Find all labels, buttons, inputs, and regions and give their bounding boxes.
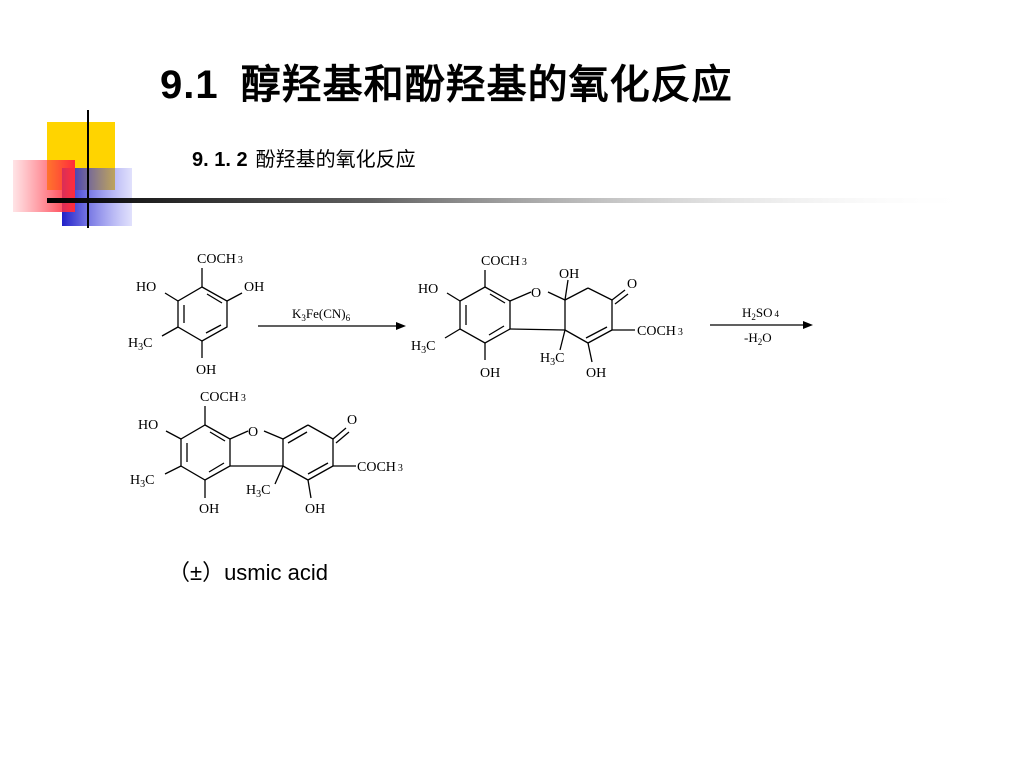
- molecule-1-bonds: [161, 268, 243, 358]
- title-text: 醇羟基和酚羟基的氧化反应: [240, 62, 733, 108]
- label-h3c: H3C: [246, 483, 270, 500]
- label-oh: OH: [196, 363, 216, 378]
- label-h3c: H3C: [130, 473, 154, 490]
- label-oh: OH: [244, 280, 264, 295]
- label-ho: HO: [136, 280, 156, 295]
- label-oh: OH: [305, 502, 325, 517]
- horizontal-rule: [47, 198, 977, 203]
- molecule-2-bonds: [444, 270, 635, 363]
- molecule-3-bonds: [164, 406, 356, 499]
- compound-caption: （±）usmic acid: [168, 560, 328, 585]
- title-number: 9.1: [160, 63, 219, 107]
- label-h3c: H3C: [411, 339, 435, 356]
- page-title: 9.1 醇羟基和酚羟基的氧化反应: [160, 52, 733, 110]
- label-h3c: H3C: [128, 336, 152, 353]
- label-oh: OH: [586, 366, 606, 381]
- label-oh: OH: [559, 267, 579, 282]
- label-ho: HO: [418, 282, 438, 297]
- corner-decoration: [13, 110, 977, 228]
- red-square: [13, 160, 75, 212]
- subtitle-number: 9. 1. 2: [192, 149, 248, 171]
- label-ring-o: O: [248, 425, 258, 440]
- label-ketone-o: O: [627, 277, 637, 292]
- svg-text:K3Fe(CN)6: K3Fe(CN)6: [292, 306, 351, 323]
- label-ho: HO: [138, 418, 158, 433]
- reagent-1: K3Fe(CN)6: [292, 306, 351, 323]
- label-oh: OH: [199, 502, 219, 517]
- label-ketone-o: O: [347, 413, 357, 428]
- label-ring-o: O: [531, 286, 541, 301]
- label-oh: OH: [480, 366, 500, 381]
- section-subtitle: 9. 1. 2 酚羟基的氧化反应: [192, 143, 416, 172]
- svg-text:-H2O: -H2O: [744, 330, 772, 347]
- subtitle-text: 酚羟基的氧化反应: [255, 147, 416, 171]
- label-h3c: H3C: [540, 351, 564, 368]
